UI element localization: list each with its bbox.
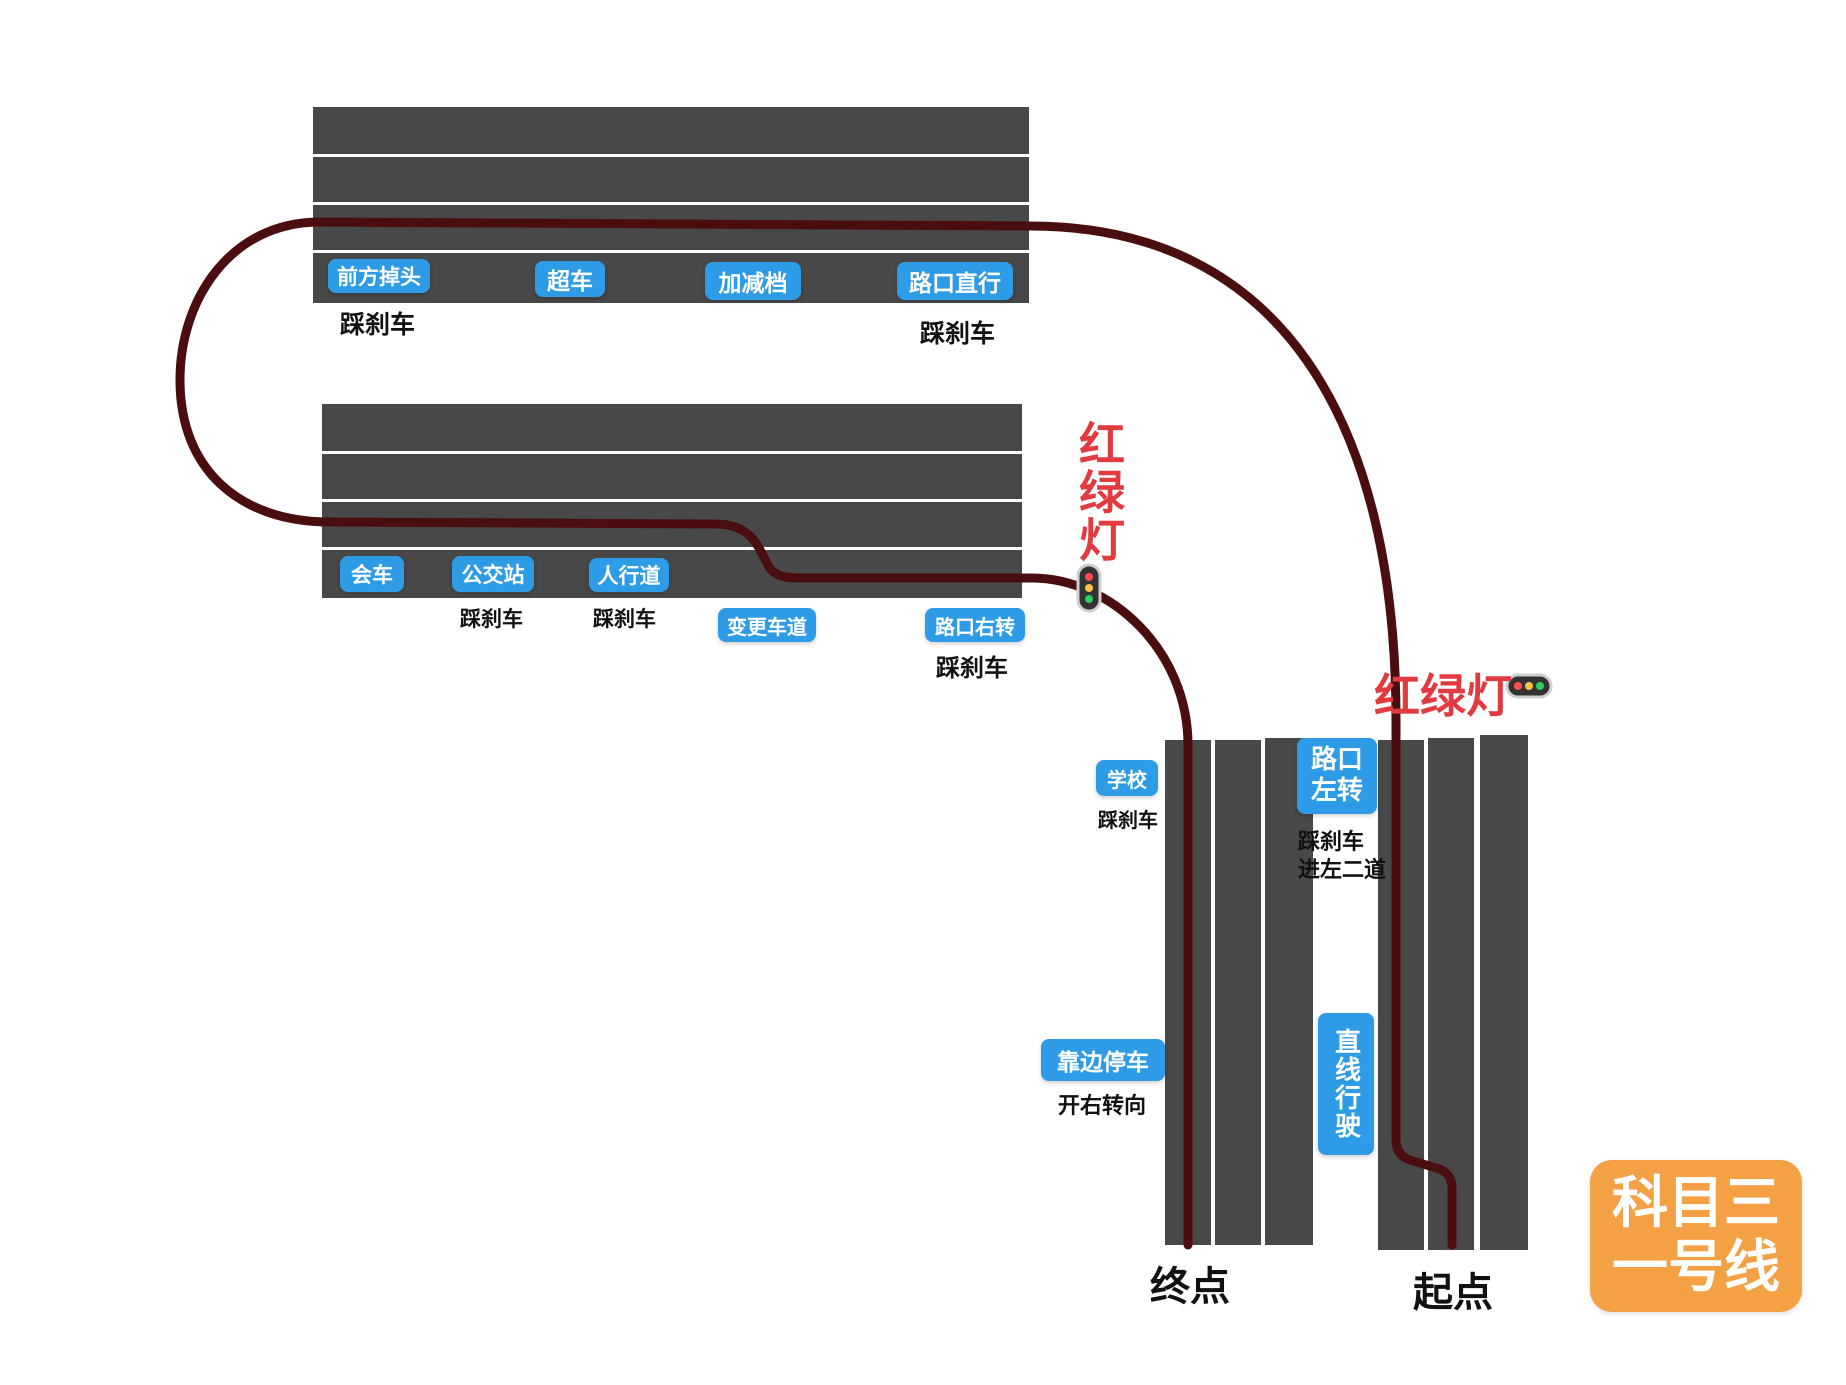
tag-straight-junction: 路口直行 (897, 262, 1013, 300)
traffic-light-icon (1505, 673, 1553, 699)
tag-bus-stop: 公交站 (452, 556, 534, 592)
tag-school: 学校 (1096, 760, 1158, 796)
tag-u-turn: 前方掉头 (328, 259, 430, 293)
note-brake: 踩刹车 (1298, 830, 1365, 855)
traffic-light-label: 红绿灯 (1374, 669, 1512, 723)
note-brake: 踩刹车 (340, 310, 416, 339)
note-brake: 踩刹车 (460, 607, 523, 631)
tag-lane-change: 变更车道 (718, 608, 816, 642)
route-badge: 科目三 一号线 (1590, 1160, 1802, 1312)
tag-left-turn: 路口左转 (1297, 738, 1377, 814)
tag-meeting: 会车 (340, 556, 404, 592)
tag-right-turn: 路口右转 (925, 608, 1025, 642)
traffic-light-label: 红绿灯 (1072, 420, 1126, 564)
tag-overtake: 超车 (535, 261, 605, 297)
note-enter-lane: 进左二道 (1298, 858, 1387, 883)
tag-straight-drive: 直线行驶 (1318, 1013, 1374, 1155)
note-brake: 踩刹车 (920, 319, 996, 348)
start-side-lanes (1378, 735, 1528, 1250)
tag-crosswalk: 人行道 (589, 558, 669, 592)
note-brake: 踩刹车 (936, 654, 1008, 682)
upper-road (313, 107, 1029, 303)
start-point-label: 起点 (1413, 1270, 1493, 1316)
tag-gear-change: 加减档 (705, 262, 801, 300)
badge-line-1: 科目三 (1612, 1171, 1780, 1236)
note-brake: 踩刹车 (593, 607, 656, 631)
traffic-light-icon (1076, 563, 1102, 613)
middle-road (322, 404, 1022, 598)
end-point-label: 终点 (1150, 1264, 1230, 1310)
note-brake: 踩刹车 (1098, 808, 1158, 832)
driving-route (175, 217, 1457, 1250)
note-right-signal: 开右转向 (1058, 1094, 1147, 1119)
tag-pull-over: 靠边停车 (1041, 1039, 1165, 1081)
badge-line-2: 一号线 (1612, 1235, 1780, 1300)
